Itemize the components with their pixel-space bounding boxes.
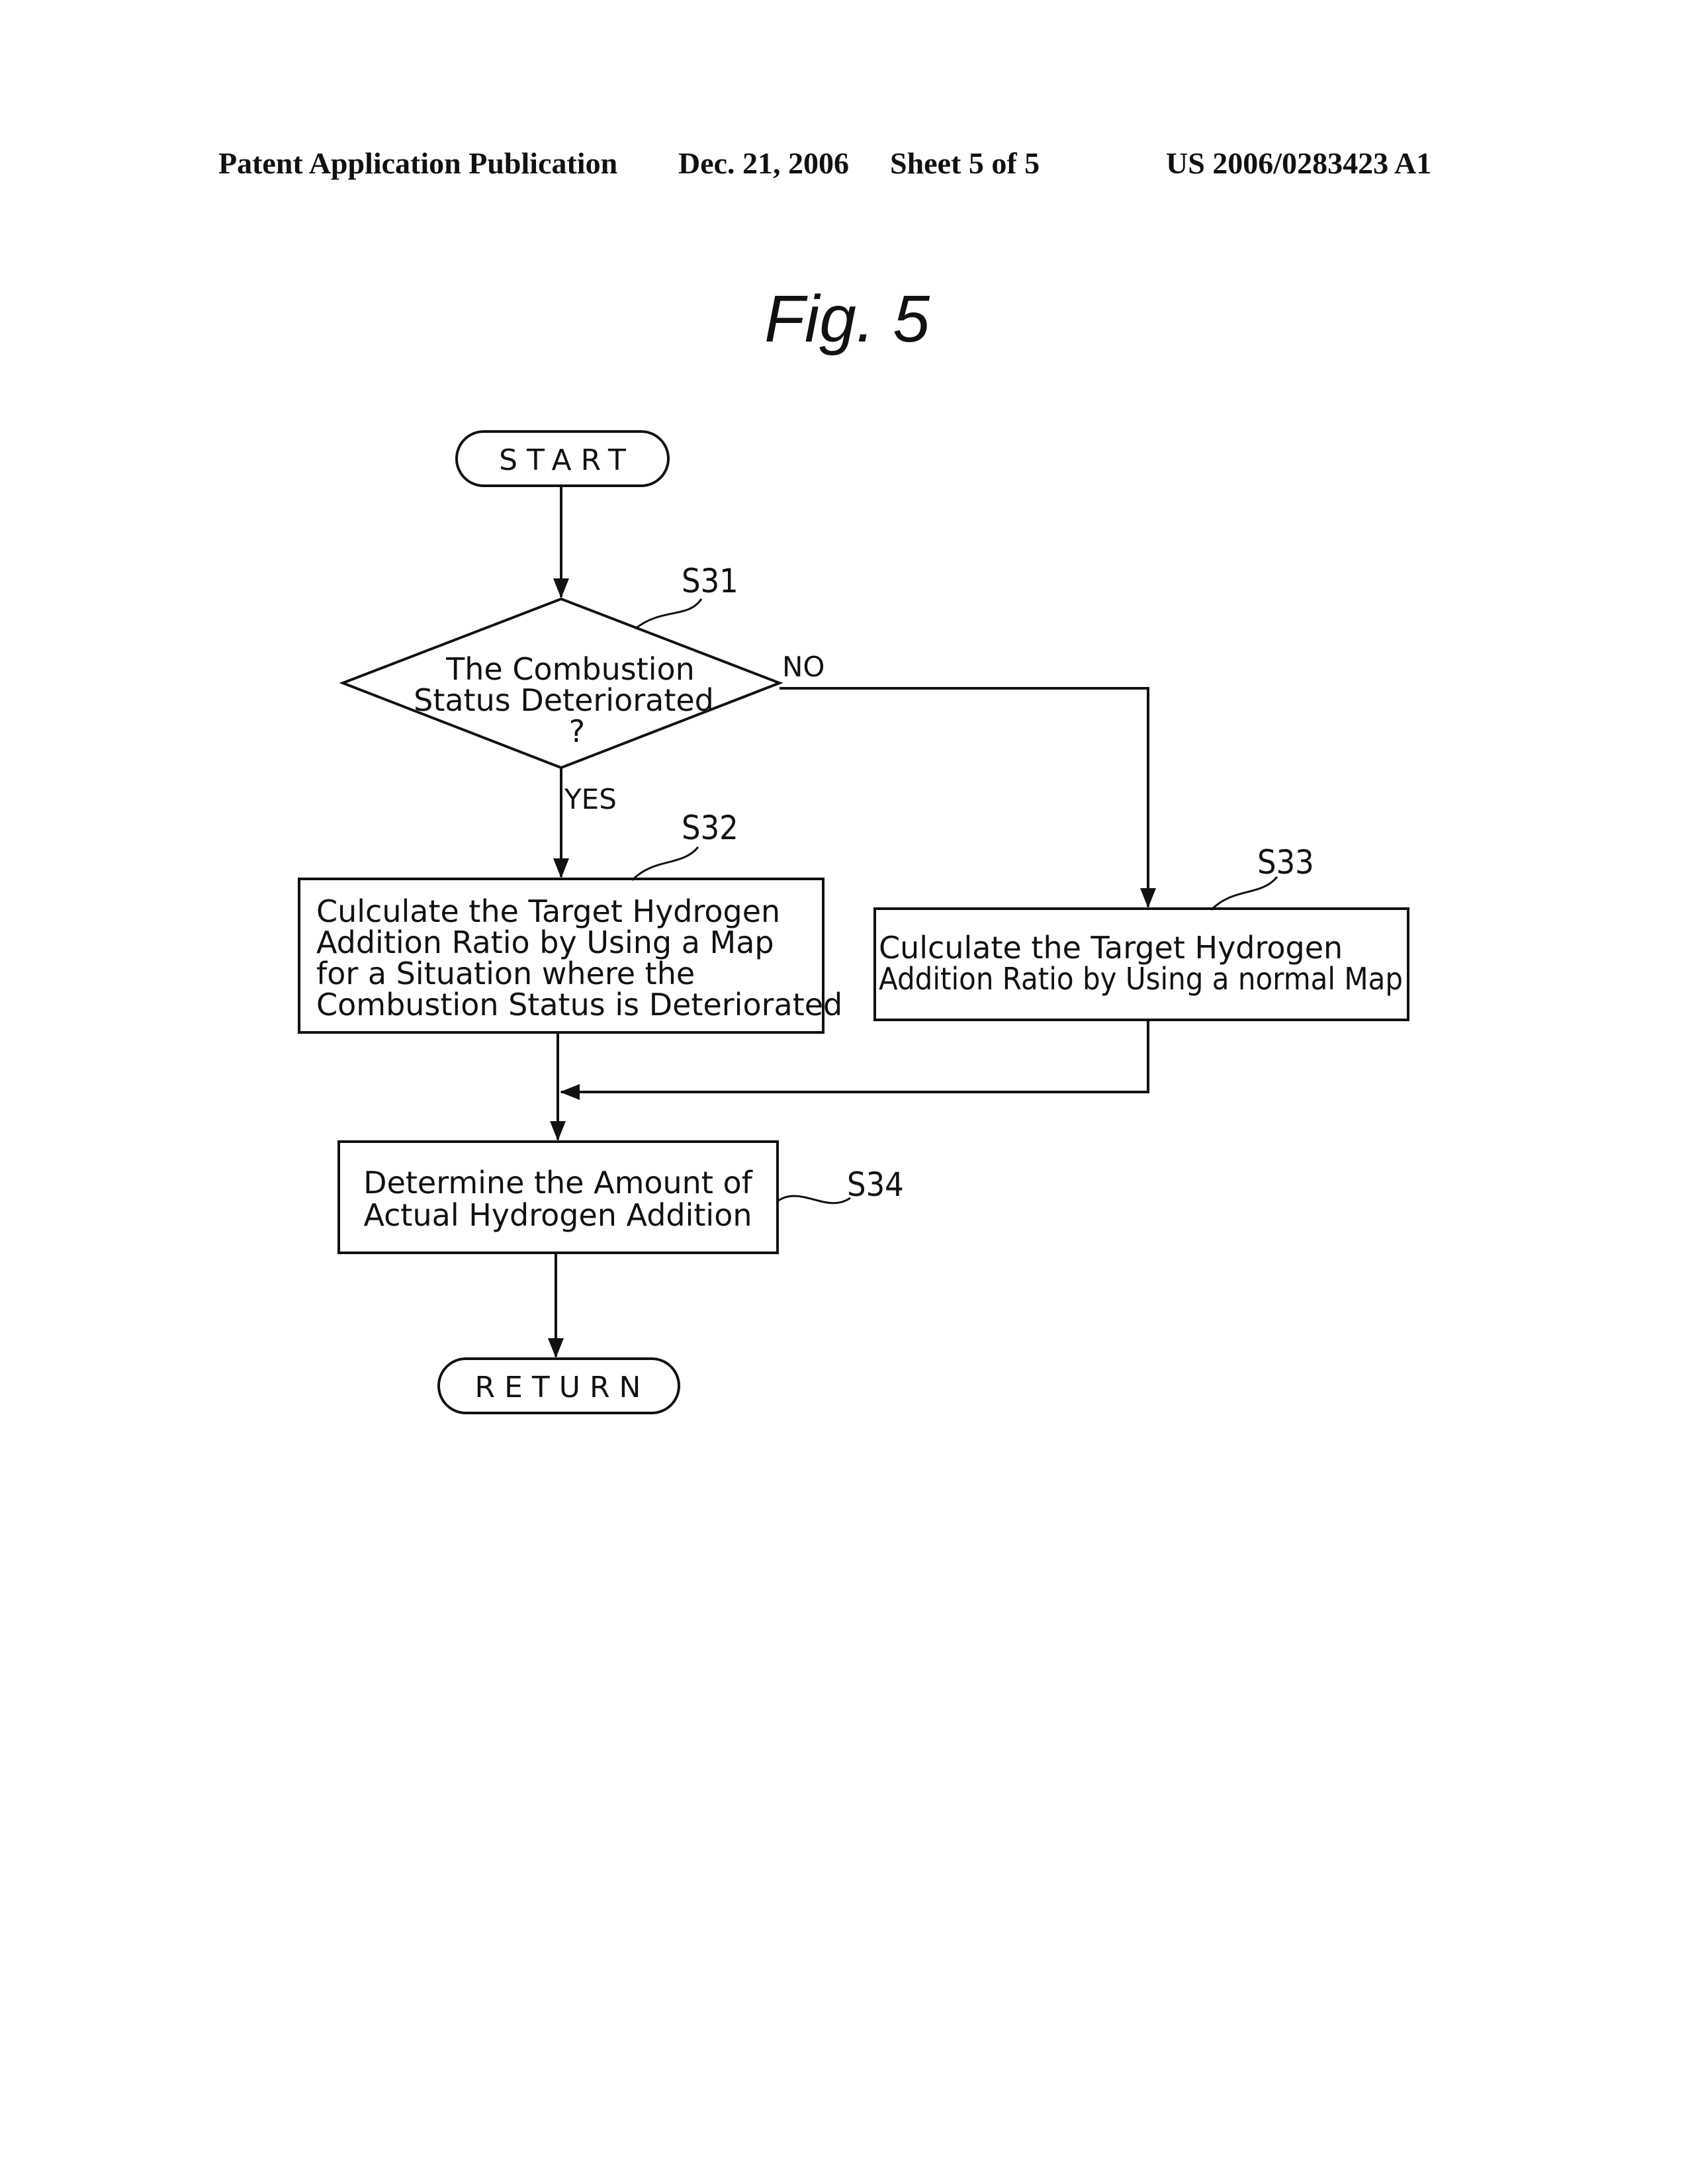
decision-line-1: The Combustion	[445, 651, 695, 687]
step-label-s31: S31	[682, 562, 738, 600]
return-label: RETURN	[475, 1371, 650, 1404]
return-terminal: RETURN	[439, 1359, 679, 1413]
s32-line-4: Combustion Status is Deteriorated	[316, 987, 842, 1023]
s32-line-3: for a Situation where the	[316, 956, 695, 991]
process-s34: Determine the Amount of Actual Hydrogen …	[339, 1142, 778, 1253]
decision-s31: The Combustion Status Deteriorated ?	[343, 599, 780, 768]
s32-line-1: Culculate the Target Hydrogen	[316, 893, 780, 929]
leader-s31	[635, 599, 701, 629]
s32-line-2: Addition Ratio by Using a Map	[316, 925, 774, 960]
s34-line-2: Actual Hydrogen Addition	[363, 1197, 752, 1233]
process-s32: Culculate the Target Hydrogen Addition R…	[299, 879, 842, 1032]
leader-s32	[632, 847, 698, 880]
process-s33: Culculate the Target Hydrogen Addition R…	[875, 909, 1408, 1020]
step-label-s34: S34	[847, 1165, 904, 1204]
start-label: START	[499, 443, 635, 477]
start-terminal: START	[457, 432, 668, 486]
connector-no-branch	[780, 688, 1148, 907]
s33-line-1: Culculate the Target Hydrogen	[879, 930, 1343, 966]
leader-s34	[778, 1196, 850, 1203]
s34-line-1: Determine the Amount of	[363, 1165, 753, 1201]
decision-line-2: Status Deteriorated	[414, 682, 714, 718]
leader-s33	[1211, 877, 1277, 910]
s33-line-2: Addition Ratio by Using a normal Map	[879, 961, 1403, 997]
no-label: NO	[782, 651, 825, 683]
decision-line-3: ?	[569, 713, 585, 749]
step-label-s32: S32	[682, 809, 738, 847]
yes-label: YES	[564, 783, 617, 815]
step-label-s33: S33	[1257, 843, 1314, 882]
